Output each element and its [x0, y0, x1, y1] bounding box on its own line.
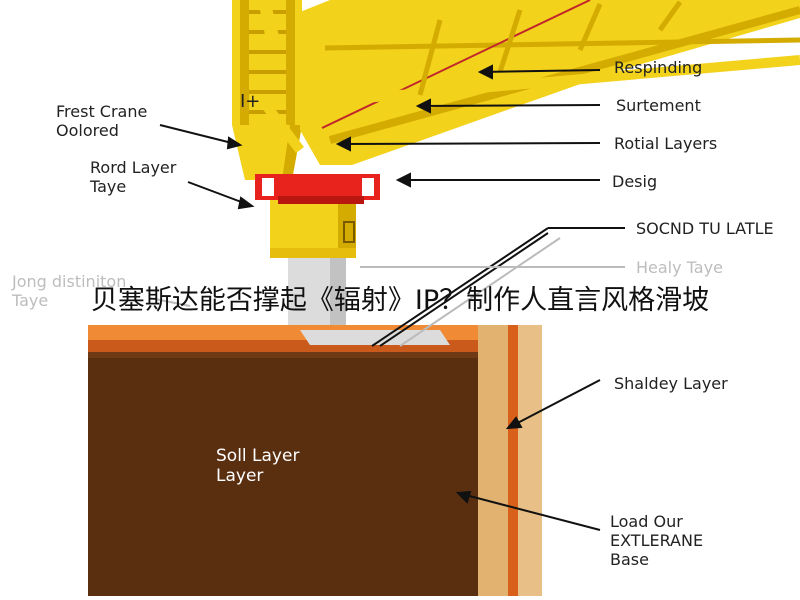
label-surtement: Surtement — [616, 96, 701, 115]
label-frest-crane: Frest Crane Oolored — [56, 102, 148, 140]
soil-block — [88, 325, 542, 596]
label-socnd: SOCND TU LATLE — [636, 219, 774, 238]
label-jong-distinition: Jong distiniton Taye — [12, 272, 127, 310]
label-desig: Desig — [612, 172, 658, 191]
label-soil-layer: Soll Layer Layer — [216, 446, 300, 486]
label-load-base: Load Our EXTLERANE Base — [610, 512, 704, 569]
label-rord-layer: Rord Layer Taye — [90, 158, 177, 196]
overlay-caption: 贝塞斯达能否撑起《辐射》IP？制作人直言风格滑坡 — [90, 285, 710, 316]
crane-boom — [258, 0, 800, 165]
label-respinding: Respinding — [614, 58, 703, 77]
red-collar — [255, 174, 380, 204]
faint-callout-lines — [149, 237, 625, 347]
label-shaldey-layer: Shaldey Layer — [614, 374, 728, 393]
callout-lines — [159, 64, 625, 531]
label-healy-taye: Healy Taye — [636, 258, 723, 277]
label-rotial-layers: Rotial Layers — [614, 134, 718, 153]
label-mark: I+ — [240, 91, 261, 112]
